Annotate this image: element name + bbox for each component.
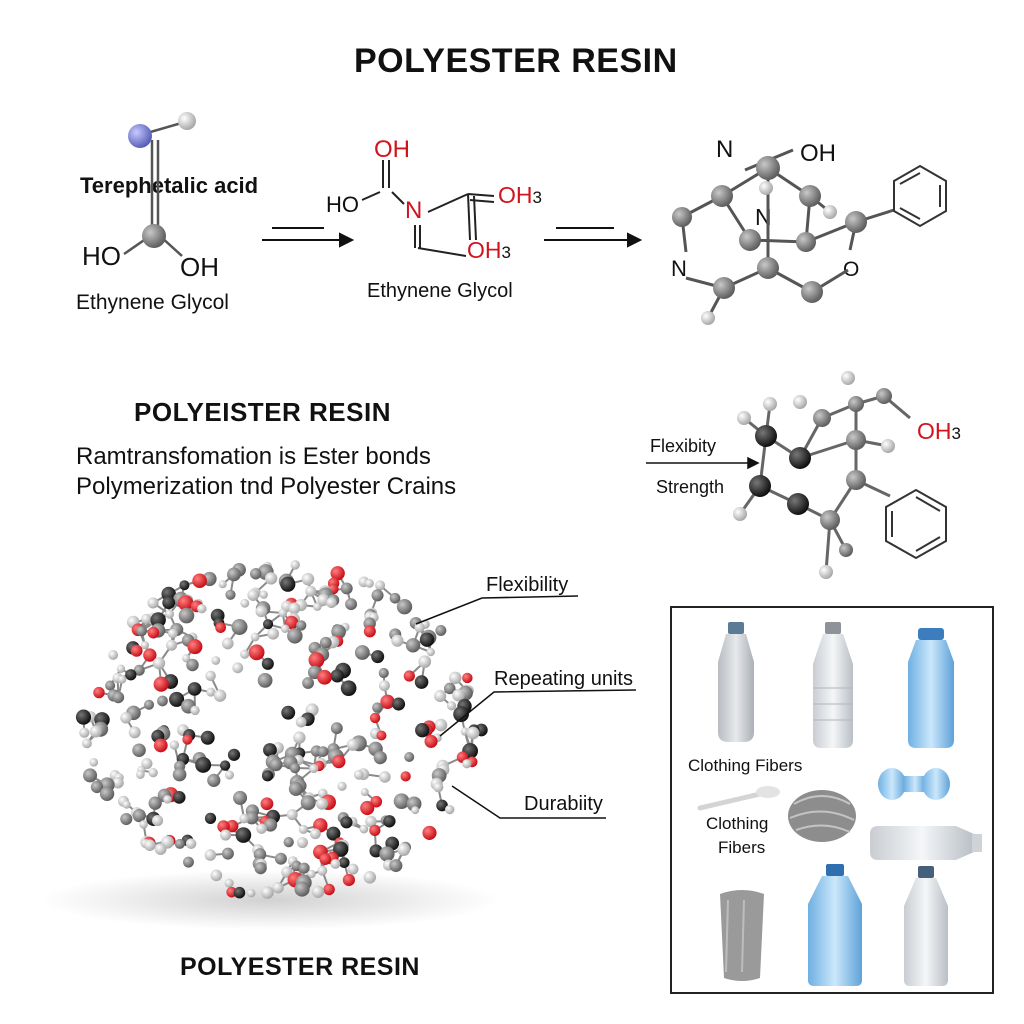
- ho-mid-label: HO: [326, 192, 359, 217]
- product-n-top: N: [716, 136, 734, 163]
- benzene-ring-side: [885, 488, 947, 560]
- acid-label: Terephetalic acid: [80, 173, 259, 198]
- bottle-blue-1: [908, 628, 954, 748]
- polymer-cluster: [75, 560, 488, 899]
- n-red-label: N: [405, 197, 423, 224]
- side-flexibility-label: Flexibity: [650, 436, 717, 456]
- benzene-ring-top: [893, 164, 947, 228]
- main-title: POLYESTER RESIN: [354, 42, 678, 80]
- reaction-arrow-1: [262, 227, 355, 248]
- oh3-label-b: OH3: [467, 237, 511, 263]
- cluster-durability-label: Durabiity: [524, 793, 603, 815]
- bottom-title: POLYESTER RESIN: [180, 953, 420, 981]
- bottle-clear-2: [904, 866, 948, 986]
- cluster-repeating-label: Repeating units: [494, 668, 633, 690]
- fiber-strand: [697, 786, 780, 811]
- product-molecule: [672, 148, 895, 325]
- bottle-clear-1: [813, 622, 853, 748]
- side-strength-label: Strength: [656, 477, 725, 497]
- callout-lines: [415, 595, 637, 819]
- bottle-milky: [718, 622, 754, 742]
- reactant-molecule-glycol: [361, 160, 495, 257]
- product-oh: OH: [800, 140, 836, 167]
- ho-label-left: HO: [82, 241, 121, 271]
- reactant-molecule-acid: [123, 112, 196, 257]
- oh-label-right: OH: [180, 252, 219, 282]
- product-n-left: N: [671, 256, 687, 281]
- section-title: POLYEISTER RESIN: [134, 397, 391, 427]
- products-panel: Clothing Fibers Clothing Fibers: [670, 606, 994, 994]
- products-illustration: [697, 622, 982, 986]
- description-line-1: Ramtransfomation is Ester bonds: [76, 443, 431, 470]
- products-label-2-line-2: Fibers: [718, 838, 766, 857]
- oh-top-label: OH: [374, 136, 410, 163]
- side-molecule: [733, 371, 911, 579]
- glycol-label-1: Ethynene Glycol: [76, 291, 229, 314]
- description-line-2: Polymerization tnd Polyester Crains: [76, 473, 457, 500]
- side-oh3-label: OH3: [917, 418, 961, 444]
- products-label-1: Clothing Fibers: [688, 756, 803, 775]
- fiber-bundle: [788, 790, 856, 842]
- bottle-blue-crushed: [878, 768, 950, 800]
- products-label-2-line-1: Clothing: [706, 814, 769, 833]
- fabric-swatch: [720, 890, 764, 981]
- bottle-blue-2: [808, 864, 862, 986]
- cluster-flexibility-label: Flexibility: [486, 574, 569, 596]
- side-arrow: [646, 456, 760, 470]
- oh3-label-a: OH3: [498, 182, 542, 208]
- bottle-clear-lying: [870, 826, 982, 860]
- glycol-label-2: Ethynene Glycol: [367, 280, 513, 302]
- product-o-ring: O: [843, 258, 860, 281]
- reaction-arrow-2: [544, 227, 643, 248]
- cluster-shadow: [40, 870, 500, 930]
